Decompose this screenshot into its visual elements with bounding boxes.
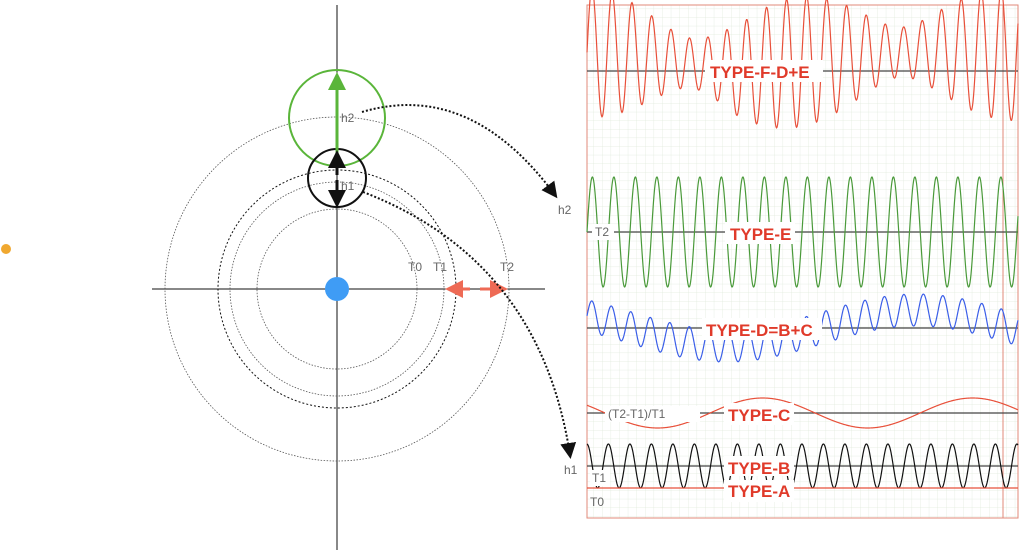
t2-axis-label: T2 bbox=[595, 225, 609, 239]
type-f-wave bbox=[586, 0, 1019, 129]
h1-target-label: h1 bbox=[564, 463, 578, 477]
type-b-label: TYPE-B bbox=[728, 459, 790, 478]
h2-target-label: h2 bbox=[558, 203, 572, 217]
type-c-label: TYPE-C bbox=[728, 406, 790, 425]
orbit-t1 bbox=[229, 181, 445, 397]
h1-label: h1 bbox=[341, 179, 355, 193]
type-labels: TYPE-F-D+E TYPE-E TYPE-D=B+C TYPE-C TYPE… bbox=[590, 60, 823, 509]
t1-label: T1 bbox=[433, 260, 447, 274]
type-e-wave bbox=[586, 176, 1019, 288]
t0-label: T0 bbox=[408, 260, 422, 274]
center-body bbox=[325, 277, 349, 301]
t1-axis-label: T1 bbox=[592, 471, 606, 485]
type-c-wave bbox=[586, 397, 1019, 429]
type-b-wave bbox=[586, 443, 1019, 489]
type-f-label: TYPE-F-D+E bbox=[710, 63, 810, 82]
type-d-label: TYPE-D=B+C bbox=[706, 321, 813, 340]
orange-dot bbox=[1, 244, 11, 254]
t2-label: T2 bbox=[500, 260, 514, 274]
waveform-panel bbox=[586, 4, 1019, 519]
h2-mapping-arrow bbox=[361, 104, 558, 199]
ratio-axis-label: (T2-T1)/T1 bbox=[608, 407, 666, 421]
t0-axis-label: T0 bbox=[590, 495, 604, 509]
type-e-label: TYPE-E bbox=[730, 225, 791, 244]
orbit-t0 bbox=[256, 208, 418, 370]
h1-mapping-arrow bbox=[362, 191, 577, 459]
type-a-label: TYPE-A bbox=[728, 482, 790, 501]
h2-label: h2 bbox=[341, 111, 355, 125]
